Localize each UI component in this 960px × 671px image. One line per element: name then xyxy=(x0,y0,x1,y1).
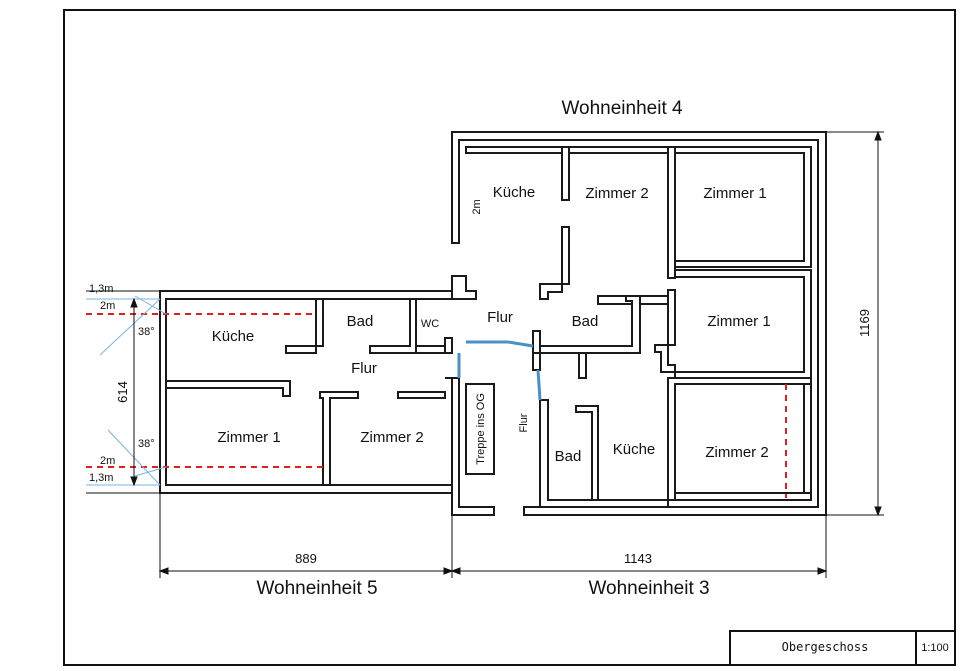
unit-title-4: Wohneinheit 4 xyxy=(561,98,683,119)
height-2m-top: 2m xyxy=(100,300,115,312)
room-we3-flur: Flur xyxy=(518,413,530,432)
height-2m-bottom: 2m xyxy=(100,455,115,467)
we5-kueche-wall xyxy=(165,380,291,397)
stair-label: Treppe ins OG xyxy=(475,393,487,465)
we5-bad-wall-right xyxy=(369,298,417,354)
plan-scale: 1:100 xyxy=(921,642,949,654)
treppe-box xyxy=(465,383,495,475)
dim-889: 889 xyxy=(295,551,317,566)
height-1-3m-top: 1,3m xyxy=(89,283,113,295)
we5-zimmer-divider xyxy=(319,391,359,486)
height-1-3m-bottom: 1,3m xyxy=(89,472,113,484)
we4-we3-outer-wall xyxy=(451,131,827,516)
room-we4-kueche: Küche xyxy=(493,184,536,201)
dimension-lines xyxy=(86,130,884,578)
dim-1169: 1169 xyxy=(857,309,872,337)
we4-kueche-divider xyxy=(561,146,570,201)
plan-name: Obergeschoss xyxy=(782,640,869,654)
drawing-frame xyxy=(63,9,956,666)
we3-kueche-divider xyxy=(575,405,599,501)
central-wall-left xyxy=(445,377,495,516)
connection-lines xyxy=(457,340,542,401)
unit-title-3: Wohneinheit 3 xyxy=(588,578,709,599)
we3-zimmer2-wall xyxy=(667,377,812,501)
roof-slope-lines xyxy=(86,313,787,498)
angle-38-top: 38° xyxy=(138,326,155,338)
unit-title-5: Wohneinheit 5 xyxy=(256,578,377,599)
angle-helper-lines xyxy=(86,295,167,486)
we4-zimmer-divider xyxy=(667,146,676,279)
room-we4-bad: Bad xyxy=(572,313,599,330)
we4-bad-wall xyxy=(539,295,641,354)
room-wc: WC xyxy=(421,318,439,330)
room-we4-flur: Flur xyxy=(487,309,513,326)
we5-bad-wall-left xyxy=(285,298,324,354)
we4-zimmer1-wall xyxy=(674,146,812,268)
room-we5-bad: Bad xyxy=(347,313,374,330)
we5-zimmer2-top-wall xyxy=(397,391,446,399)
room-we5-zimmer2: Zimmer 2 xyxy=(360,429,423,446)
room-we3-bad: Bad xyxy=(555,448,582,465)
dim-1143: 1143 xyxy=(624,551,652,566)
dim-614: 614 xyxy=(115,381,130,403)
room-we3-kueche: Küche xyxy=(613,441,656,458)
room-we5-kueche: Küche xyxy=(212,328,255,345)
room-we4-zimmer1: Zimmer 1 xyxy=(703,185,766,202)
angle-38-bottom: 38° xyxy=(138,438,155,450)
room-we5-zimmer1: Zimmer 1 xyxy=(217,429,280,446)
we3-bad-wall xyxy=(539,399,669,508)
room-we5-flur: Flur xyxy=(351,360,377,377)
we5-wc-wall xyxy=(415,345,446,354)
room-we3-zimmer2: Zimmer 2 xyxy=(705,444,768,461)
walls xyxy=(159,131,827,516)
dim-2m-kueche: 2m xyxy=(471,199,483,214)
room-we4-zimmer2: Zimmer 2 xyxy=(585,185,648,202)
room-we3-zimmer1: Zimmer 1 xyxy=(707,313,770,330)
title-block: Obergeschoss 1:100 xyxy=(729,630,956,666)
